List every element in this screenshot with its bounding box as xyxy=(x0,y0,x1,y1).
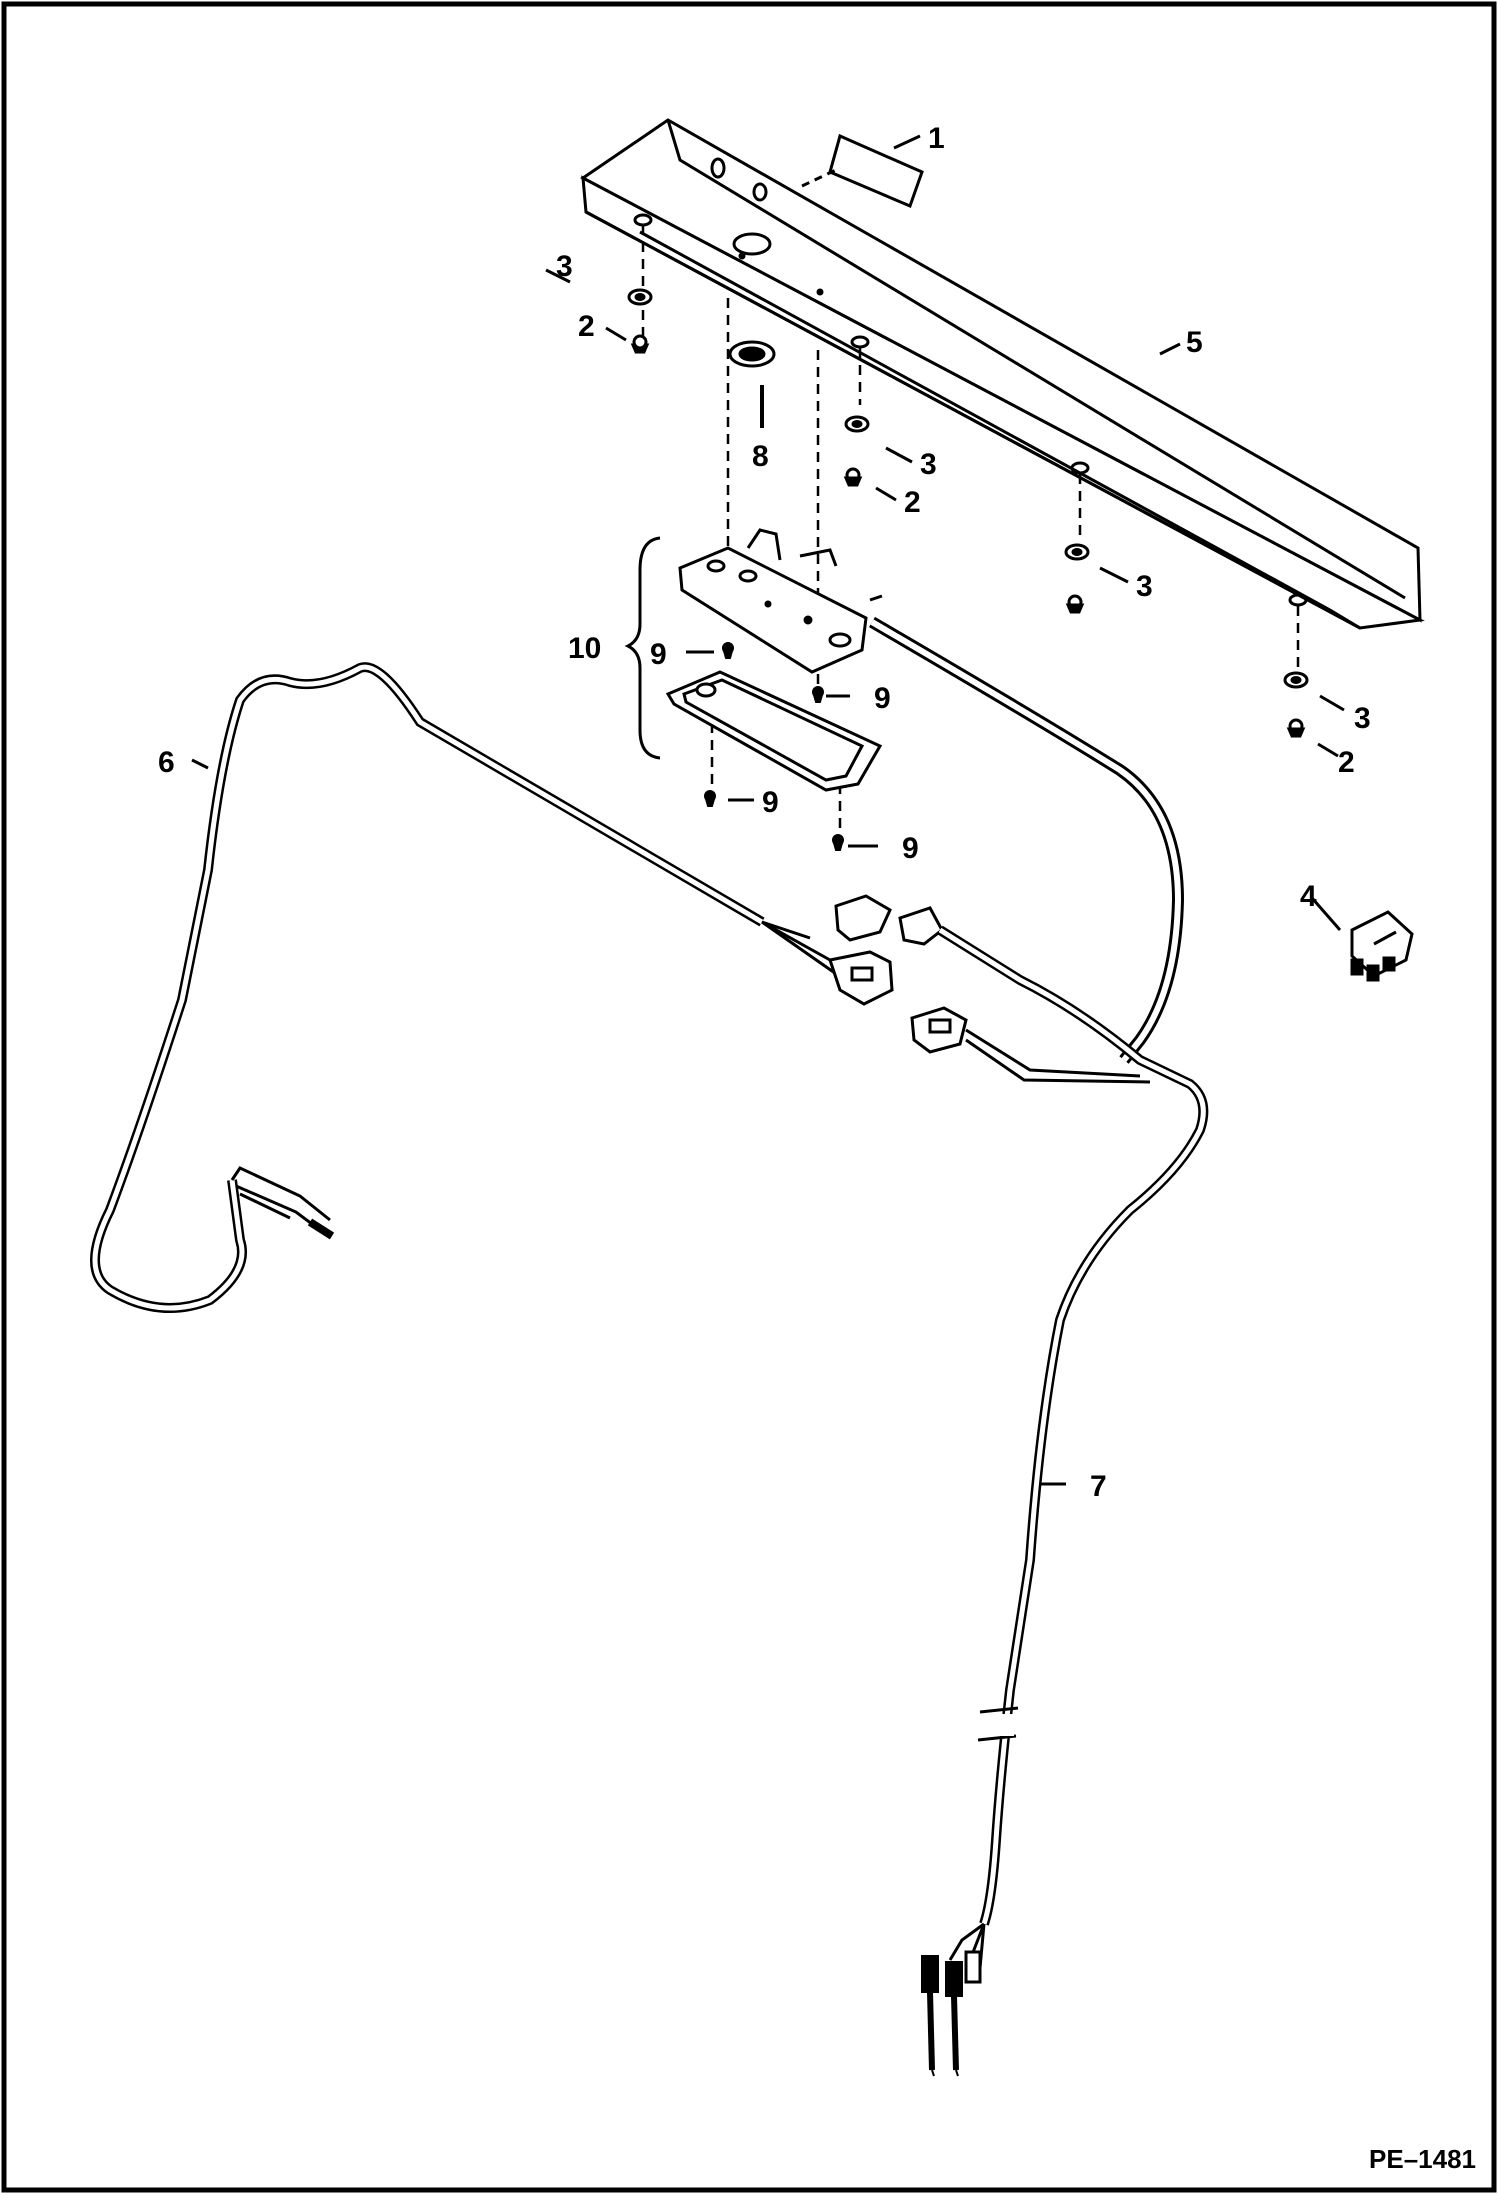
figure-code: PE–1481 xyxy=(1369,2144,1476,2174)
callout-5: 5 xyxy=(1186,326,1203,359)
callout-3: 3 xyxy=(1136,570,1153,603)
callout-3: 3 xyxy=(920,448,937,481)
callout-3: 3 xyxy=(1354,702,1371,735)
light-assembly xyxy=(665,528,883,792)
assembly-screws xyxy=(704,642,844,851)
callout-1: 1 xyxy=(928,122,945,155)
callout-3: 3 xyxy=(556,250,573,283)
callout-9: 9 xyxy=(762,786,779,819)
callout-2: 2 xyxy=(904,486,921,519)
break-marks xyxy=(977,1706,1019,1742)
leader-lines xyxy=(191,134,1345,1486)
grommet xyxy=(728,340,776,428)
callout-6: 6 xyxy=(158,746,175,779)
relay-switch xyxy=(1350,910,1414,982)
assembly-brace xyxy=(624,536,661,760)
harness-connectors xyxy=(828,894,968,1054)
mounting-bracket xyxy=(580,118,1425,630)
washers-and-screws xyxy=(627,288,1309,738)
callout-7: 7 xyxy=(1090,1470,1107,1503)
callout-2: 2 xyxy=(1338,746,1355,779)
callout-9: 9 xyxy=(650,638,667,671)
callout-4: 4 xyxy=(1300,880,1317,913)
callout-2: 2 xyxy=(578,310,595,343)
callout-9: 9 xyxy=(874,682,891,715)
harness-6 xyxy=(90,662,843,1313)
callout-10: 10 xyxy=(568,632,601,665)
callout-9: 9 xyxy=(902,832,919,865)
callout-8: 8 xyxy=(752,440,769,473)
harness-7 xyxy=(868,594,1209,1969)
callout-labels: 1 3 2 5 8 3 2 3 3 2 4 10 9 9 9 9 6 7 xyxy=(158,122,1371,1503)
terminal-leads xyxy=(921,1950,982,2077)
decal xyxy=(828,133,924,209)
